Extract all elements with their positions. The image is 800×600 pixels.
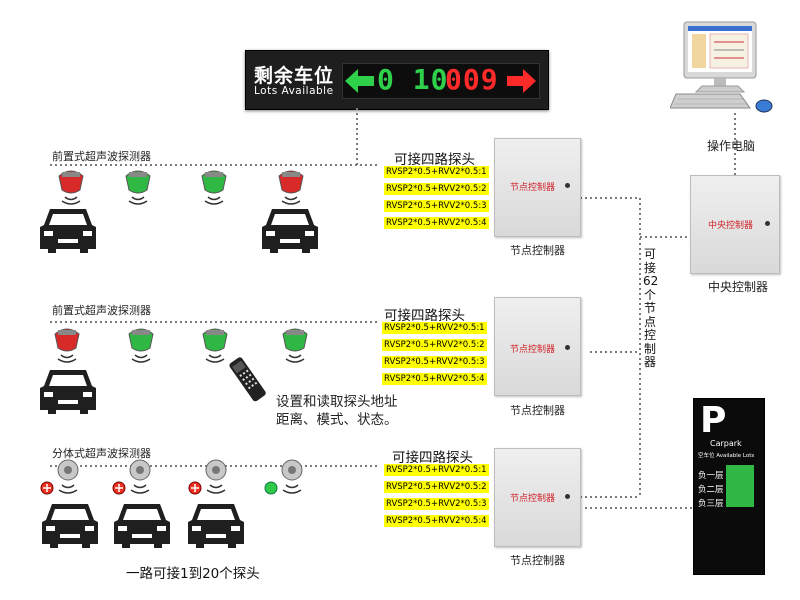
guide-floor: 负三层 bbox=[698, 499, 724, 509]
knob-icon bbox=[565, 345, 570, 350]
knob-icon bbox=[765, 221, 770, 226]
cable-tag: RVSP2*0.5+RVV2*0.5:3 bbox=[384, 498, 489, 510]
node-controller-box-text: 节点控制器 bbox=[510, 183, 556, 193]
car-icon bbox=[42, 504, 98, 548]
sign-title: 剩余车位 bbox=[254, 65, 335, 87]
sign-subtitle: Lots Available bbox=[254, 85, 334, 97]
node-controller-box: 节点控制器 bbox=[494, 297, 581, 396]
central-controller-box: 中央控制器 bbox=[690, 175, 780, 274]
guide-letter: P bbox=[700, 400, 727, 441]
split-detector bbox=[188, 459, 227, 495]
central-controller-label: 中央控制器 bbox=[708, 280, 769, 294]
bottom-note: 一路可接1到20个探头 bbox=[126, 566, 260, 582]
cable-tag: RVSP2*0.5+RVV2*0.5:1 bbox=[384, 464, 489, 476]
node-controller-box: 节点控制器 bbox=[494, 448, 581, 547]
group3-connect-label: 可接四路探头 bbox=[392, 450, 473, 466]
guide-led-block bbox=[726, 465, 754, 507]
group2-title: 前置式超声波探测器 bbox=[52, 304, 151, 317]
guide-floor: 负二层 bbox=[698, 485, 724, 495]
remote-note-line: 距离、模式、状态。 bbox=[276, 412, 398, 428]
remote-note-line: 设置和读取探头地址 bbox=[276, 394, 398, 410]
knob-icon bbox=[565, 183, 570, 188]
cable-tag: RVSP2*0.5+RVV2*0.5:3 bbox=[382, 356, 487, 368]
detector-green bbox=[125, 170, 151, 205]
cable-tag: RVSP2*0.5+RVV2*0.5:1 bbox=[384, 166, 489, 178]
cable-tag: RVSP2*0.5+RVV2*0.5:4 bbox=[382, 373, 487, 385]
remote-note: 设置和读取探头地址 距离、模式、状态。 bbox=[276, 393, 398, 429]
cable-tag: RVSP2*0.5+RVV2*0.5:3 bbox=[384, 200, 489, 212]
split-detector bbox=[264, 459, 303, 495]
desktop-computer-icon bbox=[670, 21, 773, 113]
remote-control-icon bbox=[229, 357, 266, 402]
cable-tag: RVSP2*0.5+RVV2*0.5:1 bbox=[382, 322, 487, 334]
node-controller-caption: 节点控制器 bbox=[510, 404, 565, 417]
cable-tag: RVSP2*0.5+RVV2*0.5:2 bbox=[384, 183, 489, 195]
split-detector bbox=[40, 459, 79, 495]
lots-available-sign: 剩余车位 Lots Available 0 10 009 bbox=[245, 50, 549, 110]
car-icon bbox=[262, 209, 318, 253]
node-controller-caption: 节点控制器 bbox=[510, 244, 565, 257]
cable-tag: RVSP2*0.5+RVV2*0.5:4 bbox=[384, 217, 489, 229]
arrow-right-icon bbox=[507, 69, 536, 93]
cable-tag: RVSP2*0.5+RVV2*0.5:2 bbox=[384, 481, 489, 493]
group1-connect-label: 可接四路探头 bbox=[394, 152, 475, 168]
computer-label: 操作电脑 bbox=[707, 139, 756, 153]
group1-title: 前置式超声波探测器 bbox=[52, 150, 151, 163]
sign-digits-red: 009 bbox=[445, 63, 499, 96]
detector-red bbox=[54, 328, 80, 363]
node-controller-box-text: 节点控制器 bbox=[510, 494, 556, 504]
detector-red bbox=[58, 170, 84, 205]
sign-digits-green: 0 10 bbox=[377, 63, 449, 96]
arrow-left-icon bbox=[345, 69, 374, 93]
car-icon bbox=[114, 504, 170, 548]
node-controller-box-text: 节点控制器 bbox=[510, 345, 556, 355]
group2-connect-label: 可接四路探头 bbox=[384, 308, 465, 324]
cable-tag: RVSP2*0.5+RVV2*0.5:4 bbox=[384, 515, 489, 527]
car-icon bbox=[40, 370, 96, 414]
guide-sub: Carpark bbox=[710, 439, 742, 448]
parking-guidance-sign: P Carpark 空车位 Available Lots 负一层 负二层 负三层 bbox=[693, 398, 765, 575]
detector-green bbox=[282, 328, 308, 363]
detector-green bbox=[128, 328, 154, 363]
car-icon bbox=[188, 504, 244, 548]
sign-led-panel: 0 10 009 bbox=[342, 63, 540, 99]
guide-caption: 空车位 Available Lots bbox=[698, 453, 755, 459]
split-detector bbox=[112, 459, 151, 495]
cable-tag: RVSP2*0.5+RVV2*0.5:2 bbox=[382, 339, 487, 351]
detector-red bbox=[278, 170, 304, 205]
node-controller-box: 节点控制器 bbox=[494, 138, 581, 237]
group3-title: 分体式超声波探测器 bbox=[52, 447, 151, 460]
guide-floor: 负一层 bbox=[698, 471, 724, 481]
link-note: 可接62个节点控制器 bbox=[643, 247, 659, 369]
central-controller-box-text: 中央控制器 bbox=[708, 221, 754, 231]
node-controller-caption: 节点控制器 bbox=[510, 554, 565, 567]
car-icon bbox=[40, 209, 96, 253]
knob-icon bbox=[565, 494, 570, 499]
detector-green bbox=[202, 328, 228, 363]
detector-green bbox=[201, 170, 227, 205]
